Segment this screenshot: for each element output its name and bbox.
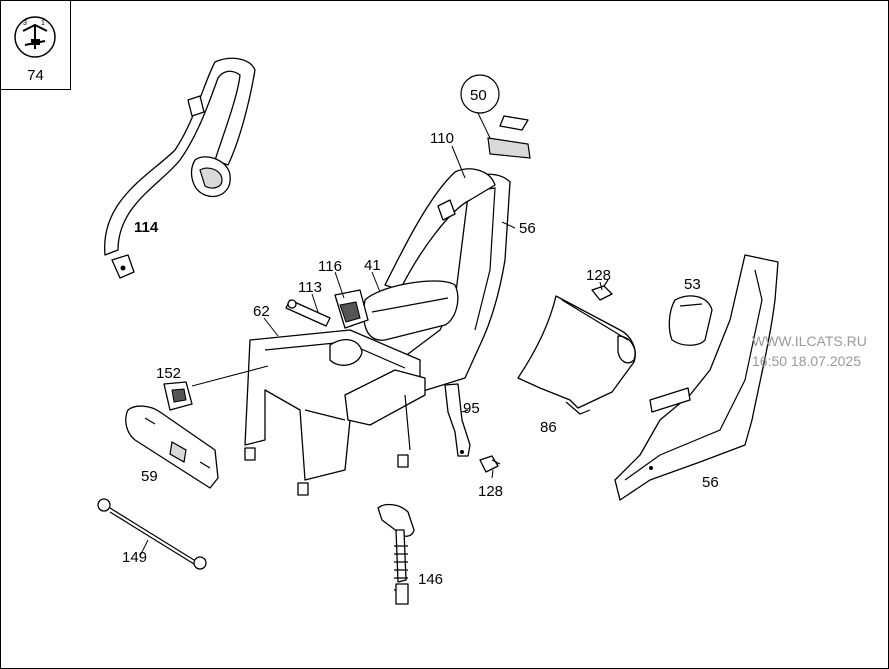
svg-text:3: 3 xyxy=(23,20,27,27)
fastener-128-lower[interactable] xyxy=(479,455,501,473)
leader-62 xyxy=(263,317,279,337)
release-lever-146[interactable] xyxy=(377,503,415,605)
callout-128-lower[interactable]: 128 xyxy=(478,483,503,500)
fastener-128-upper[interactable] xyxy=(591,279,613,301)
seat-belt-114[interactable] xyxy=(104,57,256,279)
leader-149 xyxy=(139,539,149,557)
callout-116[interactable]: 116 xyxy=(318,258,342,275)
clip-152[interactable] xyxy=(163,365,269,411)
leader-116 xyxy=(334,271,345,299)
callout-86[interactable]: 86 xyxy=(540,419,557,436)
cover-panel-86[interactable] xyxy=(517,295,636,415)
leader-95 xyxy=(461,409,469,413)
watermark-timestamp: 16:50 18.07.2025 xyxy=(752,353,861,369)
callout-53[interactable]: 53 xyxy=(684,276,701,293)
anchor-bolt-113[interactable] xyxy=(285,299,331,327)
trim-cap-50[interactable] xyxy=(460,74,531,159)
bracket-95[interactable] xyxy=(444,383,471,457)
callout-95[interactable]: 95 xyxy=(463,400,480,417)
leader-128b xyxy=(491,469,494,479)
leader-128a xyxy=(599,281,603,291)
leader-41 xyxy=(371,271,381,293)
callout-113[interactable]: 113 xyxy=(298,279,322,296)
callout-114[interactable]: 114 xyxy=(134,219,159,236)
side-trim-56[interactable] xyxy=(614,254,779,501)
seat-belt-group-icon: 3 1 xyxy=(14,16,56,58)
callout-152[interactable]: 152 xyxy=(156,365,181,382)
cable-149[interactable] xyxy=(97,498,207,570)
watermark-url: WWW.ILCATS.RU xyxy=(752,333,867,349)
callout-56-lower[interactable]: 56 xyxy=(702,474,719,491)
callout-62[interactable]: 62 xyxy=(253,303,270,320)
belt-buckle-116[interactable] xyxy=(334,289,369,329)
leader-113 xyxy=(311,293,319,313)
callout-146[interactable]: 146 xyxy=(418,571,443,588)
callout-128-upper[interactable]: 128 xyxy=(586,267,611,284)
headrest-cap-53[interactable] xyxy=(668,295,713,346)
callout-56-upper[interactable]: 56 xyxy=(519,220,536,237)
callout-41[interactable]: 41 xyxy=(364,257,381,274)
group-number: 74 xyxy=(27,67,44,84)
leader-56a xyxy=(501,221,516,229)
svg-text:1: 1 xyxy=(41,20,45,27)
side-cover-59[interactable] xyxy=(125,405,219,489)
callout-59[interactable]: 59 xyxy=(141,468,158,485)
group-box: 3 1 74 xyxy=(1,1,71,90)
armrest-41[interactable] xyxy=(363,280,459,341)
leader-110 xyxy=(451,145,466,179)
callout-50[interactable]: 50 xyxy=(470,87,487,104)
callout-110[interactable]: 110 xyxy=(430,130,454,147)
seat-base-frame-62[interactable] xyxy=(244,329,426,496)
callout-149[interactable]: 149 xyxy=(122,549,147,566)
